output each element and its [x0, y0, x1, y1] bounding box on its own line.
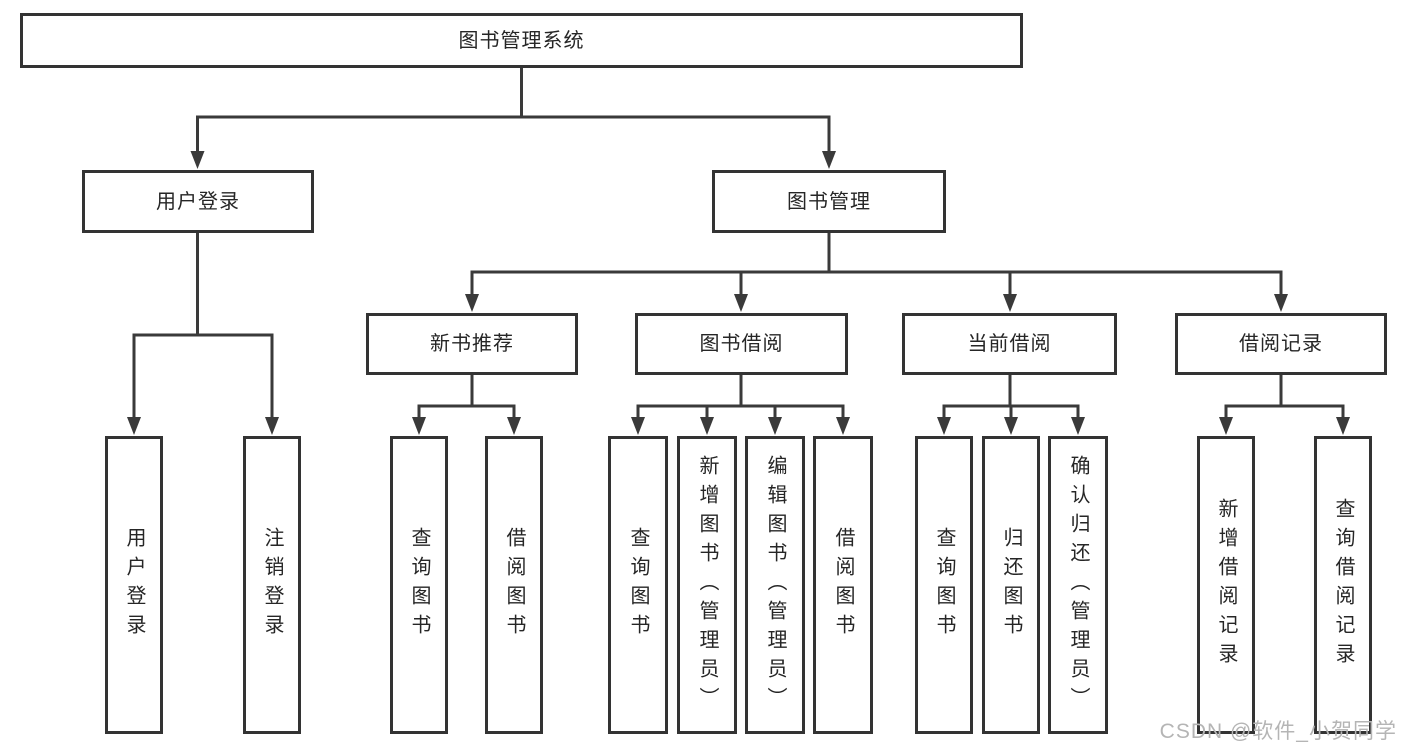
leaf-borrow-books: 借阅图书 [813, 436, 873, 734]
leaf-query-borrow-record: 查询借阅记录 [1314, 436, 1372, 734]
leaf-return-books: 归还图书 [982, 436, 1040, 734]
connector-borrowrecords-to-leaves [1224, 375, 1345, 420]
node-borrow-records: 借阅记录 [1175, 313, 1387, 375]
leaf-query-books-current: 查询图书 [915, 436, 973, 734]
connector-root-to-level2 [196, 68, 831, 154]
leaf-add-books-admin: 新增图书（管理员） [677, 436, 737, 734]
leaf-borrow-books-recommend: 借阅图书 [485, 436, 543, 734]
connector-userlogin-to-leaves [132, 233, 274, 420]
node-current-borrow: 当前借阅 [902, 313, 1117, 375]
leaf-edit-books-admin: 编辑图书（管理员） [745, 436, 805, 734]
leaf-query-books-recommend: 查询图书 [390, 436, 448, 734]
connector-currentborrow-to-leaves [942, 375, 1080, 420]
connector-bookborrow-to-leaves [636, 375, 845, 420]
arrowheads [127, 151, 1350, 435]
node-root: 图书管理系统 [20, 13, 1023, 68]
connector-newbooks-to-leaves [417, 375, 516, 420]
leaf-query-books-borrow: 查询图书 [608, 436, 668, 734]
leaf-logout: 注销登录 [243, 436, 301, 734]
node-book-borrow: 图书借阅 [635, 313, 848, 375]
node-user-login: 用户登录 [82, 170, 314, 233]
node-new-book-recommend: 新书推荐 [366, 313, 578, 375]
connector-bookmgmt-to-level3 [470, 233, 1283, 297]
leaf-user-login: 用户登录 [105, 436, 163, 734]
leaf-confirm-return-admin: 确认归还（管理员） [1048, 436, 1108, 734]
watermark: CSDN @软件_小贺同学 [1159, 720, 1397, 743]
node-book-management: 图书管理 [712, 170, 946, 233]
leaf-add-borrow-record: 新增借阅记录 [1197, 436, 1255, 734]
